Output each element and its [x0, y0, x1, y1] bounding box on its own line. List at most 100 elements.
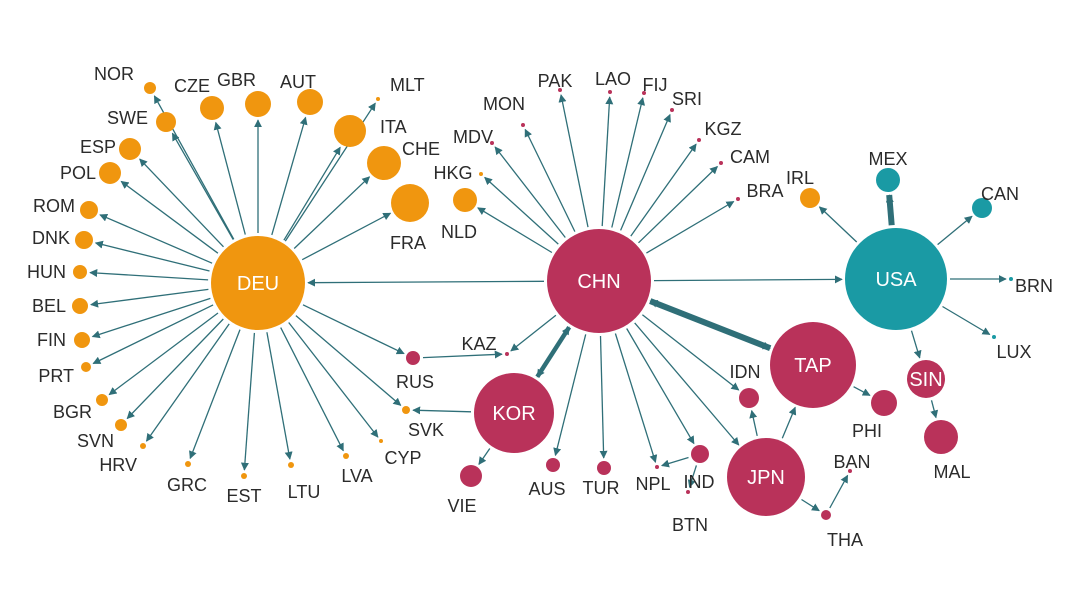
- node-idn: [739, 388, 759, 408]
- node-label-svk: SVK: [408, 420, 444, 440]
- node-fin: [74, 332, 90, 348]
- node-label-ltu: LTU: [288, 482, 321, 502]
- node-label-kaz: KAZ: [461, 334, 496, 354]
- node-label-usa: USA: [875, 269, 917, 291]
- edge-chn-kor: [535, 325, 572, 379]
- edge-chn-kaz: [510, 314, 557, 352]
- node-gbr: [245, 91, 271, 117]
- node-label-grc: GRC: [167, 475, 207, 495]
- edge-jpn-idn: [749, 409, 758, 437]
- node-label-prt: PRT: [38, 366, 74, 386]
- node-jpn: [727, 438, 805, 516]
- node-svn: [115, 419, 127, 431]
- node-btn: [686, 490, 690, 494]
- node-nor: [144, 82, 156, 94]
- edge-ind-npl: [661, 456, 689, 468]
- edge-chn-mdv: [494, 146, 566, 238]
- node-label-fij: FIJ: [643, 75, 668, 95]
- node-deu: [211, 236, 305, 330]
- edge-deu-svk: [295, 315, 402, 406]
- node-esp: [119, 138, 141, 160]
- edge-usa-lux: [942, 305, 991, 336]
- node-label-che: CHE: [402, 139, 440, 159]
- node-label-tap: TAP: [794, 355, 831, 377]
- edge-chn-jpn: [634, 322, 740, 446]
- node-sin: [907, 360, 945, 398]
- edge-usa-sin: [910, 330, 922, 359]
- edge-deu-svn: [126, 318, 224, 420]
- edge-chn-usa: [653, 275, 843, 284]
- edge-deu-ltu: [266, 332, 293, 460]
- node-label-jpn: JPN: [747, 467, 785, 489]
- node-mon: [521, 123, 525, 127]
- node-ban: [848, 469, 852, 473]
- node-swe: [156, 112, 176, 132]
- edge-ind-btn: [687, 465, 698, 488]
- edge-usa-mex: [885, 194, 895, 226]
- edge-chn-aus: [553, 334, 587, 457]
- node-label-fin: FIN: [37, 330, 66, 350]
- node-cze: [200, 96, 224, 120]
- node-label-swe: SWE: [107, 108, 148, 128]
- node-vie: [460, 465, 482, 487]
- node-label-nor: NOR: [94, 64, 134, 84]
- node-label-mon: MON: [483, 94, 525, 114]
- node-bra: [736, 197, 740, 201]
- node-svk: [402, 406, 410, 414]
- node-label-sri: SRI: [672, 89, 702, 109]
- edge-rus-kaz: [422, 350, 503, 359]
- edge-kor-svk: [412, 406, 472, 415]
- node-label-btn: BTN: [672, 515, 708, 535]
- node-npl: [655, 465, 659, 469]
- edge-chn-idn: [641, 314, 740, 391]
- node-label-hrv: HRV: [99, 455, 137, 475]
- node-mdv: [490, 141, 494, 145]
- node-label-can: CAN: [981, 184, 1019, 204]
- node-label-phi: PHI: [852, 421, 882, 441]
- node-label-mex: MEX: [868, 149, 907, 169]
- node-label-nld: NLD: [441, 222, 477, 242]
- edge-chn-tap: [649, 298, 772, 351]
- edge-deu-ita: [283, 146, 341, 241]
- edge-deu-hun: [89, 269, 209, 281]
- edge-tha-ban: [829, 474, 849, 509]
- node-label-lux: LUX: [996, 342, 1031, 362]
- node-label-cyp: CYP: [384, 448, 421, 468]
- node-label-irl: IRL: [786, 168, 814, 188]
- node-aut: [297, 89, 323, 115]
- node-bgr: [96, 394, 108, 406]
- edge-deu-pol: [120, 180, 219, 254]
- node-label-gbr: GBR: [217, 70, 256, 90]
- edge-chn-kgz: [630, 143, 697, 237]
- edge-chn-nld: [477, 207, 553, 254]
- node-label-tur: TUR: [583, 478, 620, 498]
- node-label-deu: DEU: [237, 273, 279, 295]
- node-label-mal: MAL: [933, 462, 970, 482]
- edge-deu-dnk: [94, 240, 210, 272]
- node-label-brn: BRN: [1015, 276, 1053, 296]
- node-label-pak: PAK: [538, 71, 573, 91]
- node-hun: [73, 265, 87, 279]
- edge-deu-grc: [189, 329, 241, 460]
- edge-deu-fin: [91, 297, 211, 339]
- edge-deu-che: [293, 176, 371, 249]
- edge-deu-est: [240, 332, 256, 471]
- node-usa: [845, 228, 947, 330]
- node-bel: [72, 298, 88, 314]
- node-ind: [691, 445, 709, 463]
- edge-deu-bgr: [108, 312, 219, 396]
- edge-kor-vie: [478, 448, 491, 466]
- node-kgz: [697, 138, 701, 142]
- node-ita: [334, 115, 366, 147]
- node-cyp: [379, 439, 383, 443]
- edge-chn-bra: [646, 200, 735, 254]
- node-prt: [81, 362, 91, 372]
- node-nld: [453, 188, 477, 212]
- edge-chn-pak: [558, 94, 589, 228]
- edge-chn-sri: [620, 113, 671, 231]
- edge-usa-can: [937, 215, 973, 246]
- node-label-dnk: DNK: [32, 228, 70, 248]
- node-hkg: [479, 172, 483, 176]
